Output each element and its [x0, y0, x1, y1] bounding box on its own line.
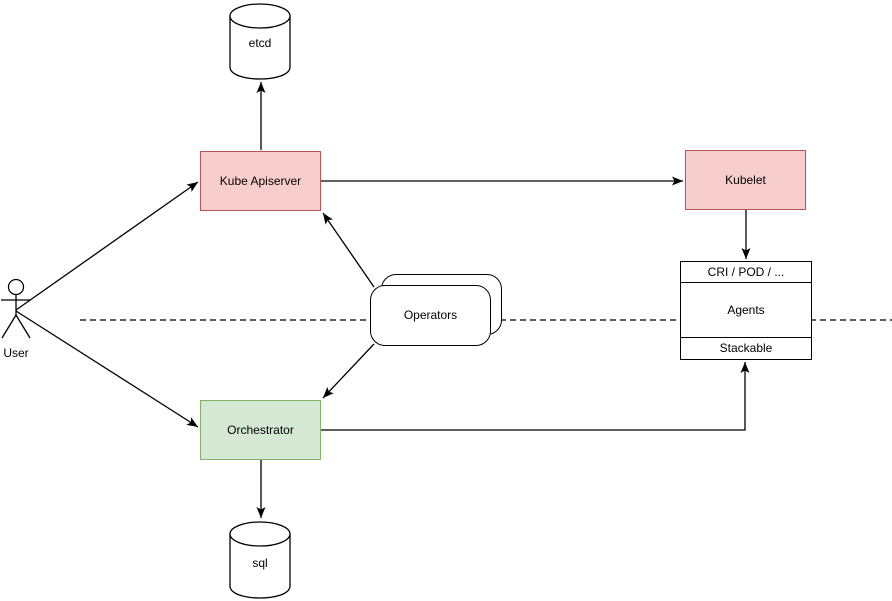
stackable-label: Stackable [719, 341, 773, 356]
orchestrator-label: Orchestrator [227, 422, 294, 437]
sql-label: sql [252, 556, 268, 570]
actor-right-leg [15, 314, 31, 339]
sql-cylinder-top [229, 521, 291, 547]
etcd-label: etcd [248, 36, 272, 50]
actor-left-leg [1, 314, 17, 339]
kubelet-label: Kubelet [725, 172, 766, 187]
operators-node[interactable]: Operators [370, 285, 491, 346]
user-label: User [3, 346, 29, 360]
kubelet-node[interactable]: Kubelet [685, 150, 806, 210]
edge-operators-to-orchestrator-arrow [322, 343, 375, 399]
edge-user-to-orchestrator-arrow [15, 310, 199, 428]
edge-operators-to-apiserver-arrow [322, 212, 375, 288]
user-actor[interactable] [1, 278, 31, 339]
cri-pod-label: CRI / POD / ... [707, 264, 785, 279]
cri-pod-section: CRI / POD / ... [681, 262, 811, 283]
etcd-cylinder-body [229, 15, 291, 80]
kube-apiserver-node[interactable]: Kube Apiserver [200, 151, 321, 211]
orchestrator-node[interactable]: Orchestrator [200, 400, 321, 460]
sql-cylinder[interactable] [229, 521, 291, 599]
agents-node[interactable]: CRI / POD / ... Agents Stackable [680, 261, 812, 360]
operators-label: Operators [403, 308, 458, 323]
sql-cylinder-body [229, 533, 291, 599]
agents-label: Agents [727, 302, 765, 317]
actor-head [7, 278, 25, 296]
kube-apiserver-label: Kube Apiserver [219, 173, 302, 188]
etcd-cylinder[interactable] [229, 3, 291, 80]
edge-orchestrator-to-stackable-arrow [321, 362, 750, 431]
etcd-cylinder-top [229, 3, 291, 29]
stackable-section: Stackable [681, 337, 811, 359]
edge-user-to-apiserver-arrow [15, 181, 199, 311]
agents-section: Agents [681, 283, 811, 337]
